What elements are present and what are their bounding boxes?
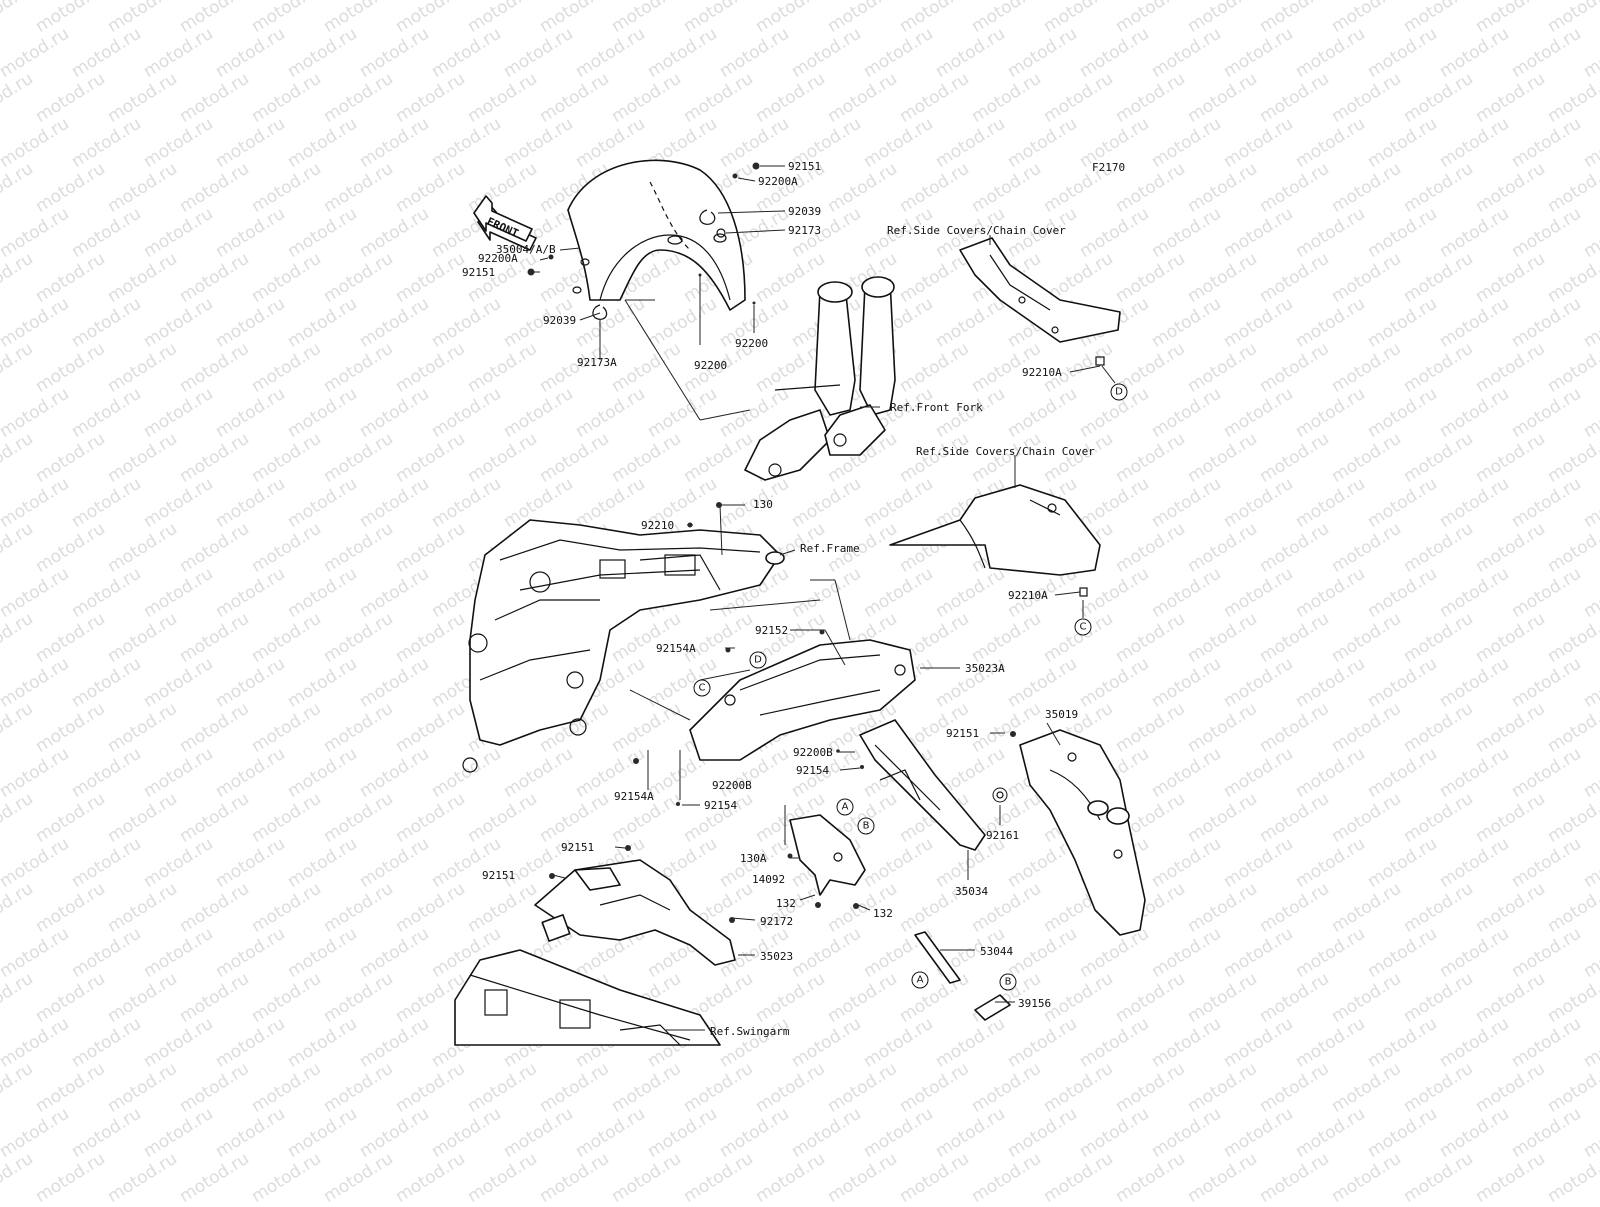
svg-text:C: C xyxy=(1080,622,1087,633)
label-92200B-a: 92200B xyxy=(793,746,833,759)
label-92161: 92161 xyxy=(986,829,1019,842)
label-ref-front-fork: Ref.Front Fork xyxy=(890,401,983,414)
label-ref-side-covers-1: Ref.Side Covers/Chain Cover xyxy=(887,224,1066,237)
label-92200-a: 92200 xyxy=(694,359,727,372)
label-92200B-b: 92200B xyxy=(712,779,752,792)
part-labels: F2170 92151 92200A 92039 92173 35004/A/B… xyxy=(462,160,1125,1038)
marker-c1: C xyxy=(1074,618,1092,636)
rod-53044 xyxy=(914,931,961,984)
front-fender xyxy=(567,159,746,311)
label-35004: 35004/A/B xyxy=(496,243,556,256)
label-92039-a: 92039 xyxy=(788,205,821,218)
label-92039-b: 92039 xyxy=(543,314,576,327)
fasteners xyxy=(549,502,1016,923)
svg-text:B: B xyxy=(1005,977,1012,988)
label-53044: 53044 xyxy=(980,945,1013,958)
label-35023: 35023 xyxy=(760,950,793,963)
marker-a1: A xyxy=(836,798,854,816)
svg-text:A: A xyxy=(842,802,849,813)
label-130A: 130A xyxy=(740,852,767,865)
label-92154-b: 92154 xyxy=(704,799,737,812)
label-92210A-b: 92210A xyxy=(1008,589,1048,602)
label-35019: 35019 xyxy=(1045,708,1078,721)
marker-b1: B xyxy=(857,817,875,835)
side-cover-upper xyxy=(959,237,1121,366)
tail-fairing xyxy=(689,639,916,761)
label-92173A: 92173A xyxy=(577,356,617,369)
label-35023A: 35023A xyxy=(965,662,1005,675)
label-92151-a: 92151 xyxy=(788,160,821,173)
label-92154A-a: 92154A xyxy=(656,642,696,655)
svg-text:C: C xyxy=(699,683,706,694)
label-92151-c: 92151 xyxy=(946,727,979,740)
marker-c2: C xyxy=(693,679,711,697)
label-14092: 14092 xyxy=(752,873,785,886)
label-92154A-b: 92154A xyxy=(614,790,654,803)
fender-bracket xyxy=(859,719,1008,851)
label-35034: 35034 xyxy=(955,885,988,898)
label-92152: 92152 xyxy=(755,624,788,637)
front-fork xyxy=(744,276,896,481)
diagram-code: F2170 xyxy=(1092,161,1125,174)
svg-text:B: B xyxy=(863,821,870,832)
svg-text:A: A xyxy=(917,975,924,986)
label-92151-b: 92151 xyxy=(462,266,495,279)
reference-markers: D C D C A B A xyxy=(693,383,1128,991)
label-92210: 92210 xyxy=(641,519,674,532)
fender-hardware xyxy=(527,162,760,320)
label-ref-side-covers-2: Ref.Side Covers/Chain Cover xyxy=(916,445,1095,458)
label-92154-a: 92154 xyxy=(796,764,829,777)
label-39156: 39156 xyxy=(1018,997,1051,1010)
label-92200A-b: 92200A xyxy=(478,252,518,265)
marker-a2: A xyxy=(911,971,929,989)
label-130: 130 xyxy=(753,498,773,511)
plate-bracket xyxy=(789,814,866,896)
front-arrow: FRONT xyxy=(473,195,537,251)
leader-lines xyxy=(528,165,1116,1031)
label-132-b: 132 xyxy=(873,907,893,920)
rear-fender xyxy=(1019,729,1146,936)
label-92200A-a: 92200A xyxy=(758,175,798,188)
label-92151-e: 92151 xyxy=(482,869,515,882)
label-ref-swingarm: Ref.Swingarm xyxy=(710,1025,790,1038)
label-92210A-a: 92210A xyxy=(1022,366,1062,379)
side-cover-lower xyxy=(889,484,1101,597)
marker-d1: D xyxy=(1110,383,1128,401)
label-132-a: 132 xyxy=(776,897,796,910)
label-92200-b: 92200 xyxy=(735,337,768,350)
label-92172: 92172 xyxy=(760,915,793,928)
chain-guard xyxy=(534,859,736,966)
label-92151-d: 92151 xyxy=(561,841,594,854)
frame xyxy=(462,519,785,773)
label-92173: 92173 xyxy=(788,224,821,237)
label-ref-frame: Ref.Frame xyxy=(800,542,860,555)
svg-text:D: D xyxy=(1115,387,1123,398)
tag-39156 xyxy=(974,994,1011,1021)
swingarm xyxy=(454,949,721,1046)
marker-d2: D xyxy=(749,651,767,669)
svg-text:D: D xyxy=(754,655,762,666)
marker-b2: B xyxy=(999,973,1017,991)
